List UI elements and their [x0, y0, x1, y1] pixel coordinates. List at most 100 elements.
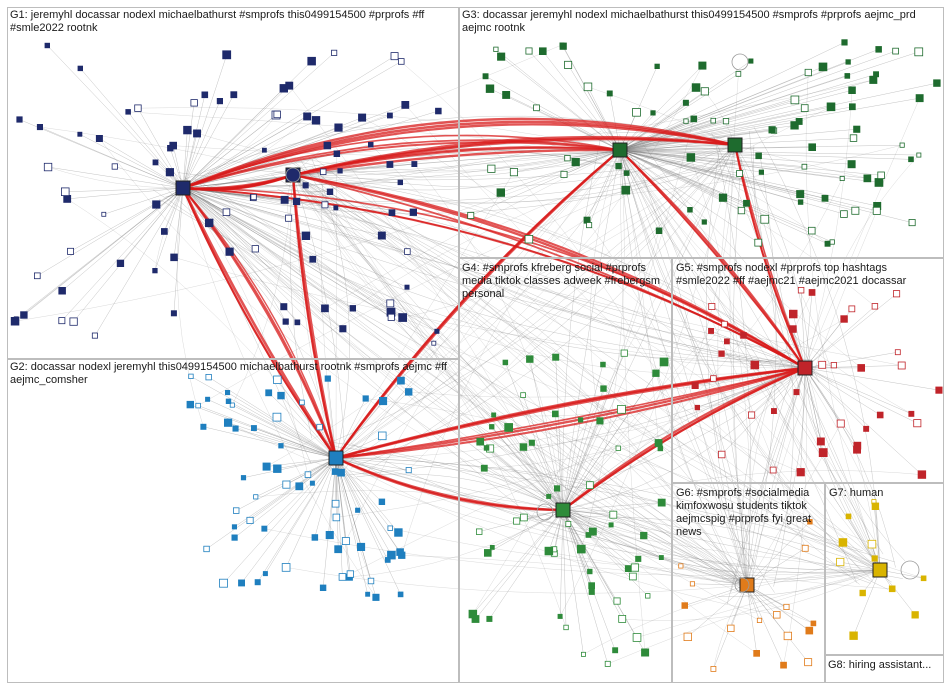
edge-bundle	[292, 148, 755, 176]
edge	[804, 367, 822, 442]
graph-node	[301, 231, 311, 240]
edge-bundle	[301, 161, 564, 511]
edge	[697, 367, 806, 408]
edge-bundle	[619, 149, 755, 566]
edge	[609, 93, 621, 151]
edge	[484, 367, 806, 469]
edge	[562, 509, 636, 568]
edge	[472, 144, 736, 615]
edge-strong	[292, 148, 621, 177]
edge	[182, 187, 382, 236]
edge	[804, 90, 853, 369]
graph-node	[502, 359, 509, 366]
edge	[335, 391, 409, 459]
graph-node	[600, 385, 607, 392]
graph-node	[800, 104, 809, 112]
graph-node	[768, 126, 776, 134]
hub-node	[739, 577, 755, 593]
graph-node	[893, 290, 901, 298]
graph-node	[818, 62, 828, 72]
graph-node	[434, 328, 440, 334]
edge-bundle	[726, 367, 806, 605]
edge	[619, 149, 852, 165]
edge	[65, 187, 184, 193]
graph-node	[405, 467, 412, 474]
edge	[793, 313, 806, 369]
edge-bundle	[292, 168, 633, 181]
graph-node	[205, 373, 212, 381]
edge	[804, 367, 939, 391]
graph-node	[188, 373, 194, 380]
edge-bundle	[335, 457, 895, 563]
graph-node	[640, 531, 648, 540]
graph-node	[645, 593, 651, 599]
graph-node	[824, 240, 831, 247]
edge-bundle	[335, 457, 903, 579]
graph-node	[557, 613, 563, 619]
graph-node	[612, 647, 619, 654]
edge	[182, 187, 408, 288]
edge	[292, 174, 744, 336]
graph-node	[111, 163, 118, 170]
graph-node	[686, 153, 696, 162]
graph-node	[899, 142, 905, 148]
edge	[562, 509, 662, 558]
graph-node	[618, 615, 627, 623]
edge	[182, 170, 341, 189]
edge	[182, 187, 391, 304]
edge	[500, 149, 621, 193]
edge-bundle	[773, 569, 881, 583]
edge	[335, 457, 402, 556]
graph-node	[307, 56, 316, 66]
edge-bundle	[706, 149, 748, 586]
graph-node	[544, 546, 554, 556]
panel-g4	[459, 258, 672, 683]
graph-node	[377, 231, 386, 240]
edge	[182, 94, 206, 189]
panel-g6	[672, 483, 825, 683]
edge	[619, 149, 828, 244]
edge-strong	[292, 174, 806, 369]
edge	[619, 149, 801, 203]
graph-node	[61, 187, 70, 196]
edge-strong	[181, 187, 338, 459]
edge-bundle	[562, 139, 601, 511]
graph-node	[848, 305, 856, 313]
graph-node	[397, 58, 405, 65]
edge	[234, 457, 337, 538]
edge	[726, 341, 806, 369]
edge	[182, 187, 752, 416]
edge	[243, 457, 337, 478]
graph-node	[34, 272, 41, 280]
edge	[182, 187, 289, 219]
edge-bundle	[289, 174, 312, 439]
edge	[804, 367, 881, 416]
graph-node	[908, 156, 914, 163]
graph-node	[331, 49, 338, 56]
edge	[335, 457, 368, 595]
edge	[713, 584, 748, 669]
edge-bundle	[292, 174, 833, 384]
edge	[588, 149, 621, 226]
graph-node	[552, 353, 560, 361]
graph-node	[743, 199, 750, 207]
edge	[619, 149, 856, 211]
edge-bundle	[638, 162, 748, 586]
graph-node	[333, 205, 339, 211]
graph-node	[564, 60, 573, 69]
graph-node	[698, 61, 707, 70]
graph-node	[323, 141, 332, 150]
edge	[223, 457, 337, 584]
graph-node	[411, 161, 418, 167]
graph-node	[346, 570, 355, 578]
edge	[47, 166, 184, 189]
edge	[324, 149, 621, 309]
edge	[721, 367, 806, 455]
graph-node	[836, 557, 845, 567]
edge	[562, 448, 619, 511]
edge-bundle	[292, 174, 775, 593]
graph-node	[845, 513, 852, 520]
edge	[713, 378, 881, 571]
graph-node	[808, 226, 816, 235]
self-loop	[731, 53, 749, 71]
